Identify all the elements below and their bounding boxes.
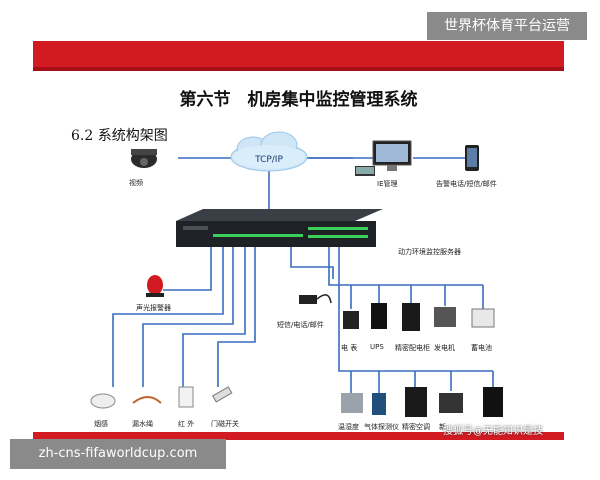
new-device-icon [439,393,463,413]
line-smoke [112,246,224,387]
generator-icon [434,307,456,327]
label-generator: 发电机 [434,344,455,352]
line-ir [182,246,246,387]
label-ir: 红 外 [178,420,195,428]
sms-modem-icon [299,294,332,304]
label-phone: 告警电话/短信/邮件 [436,180,497,188]
label-door: 门磁开关 [211,420,239,428]
smoke-detector-icon [90,393,116,409]
label-camera: 视频 [129,179,143,187]
label-temp: 温湿度 [338,423,359,431]
connection-lines [112,157,494,393]
temp-sensor-icon [341,393,363,413]
ups-icon [371,303,387,329]
site-badge-bottom: zh-cns-fifaworldcup.com [10,439,226,469]
slide-title: 第六节 机房集中监控管理系统 [179,90,418,110]
server-rack-icon [176,209,383,247]
phone-icon [465,145,479,171]
line-alarm [163,246,212,291]
line-bottom-row [338,246,493,372]
label-new: 新 [439,423,446,431]
rack-icon [483,387,503,417]
label-water: 漏水绳 [132,420,153,428]
line-water [142,246,234,387]
architecture-slide: 第六节 机房集中监控管理系统 6.2 系统构架图 [33,41,564,440]
pdu-icon [402,303,420,331]
cloud-icon: TCP/IP [230,131,308,172]
site-badge-top: 世界杯体育平台运营 [427,12,587,40]
line-door [217,246,256,387]
ac-icon [405,387,427,417]
water-rope-icon [132,396,162,404]
meter-icon [343,311,359,329]
battery-icon [471,308,495,328]
architecture-diagram: TCP/IP [33,131,564,440]
label-ups: UPS [370,343,384,351]
camera-icon [131,149,157,168]
label-sms: 短信/电话/邮件 [277,321,324,329]
label-smoke: 烟感 [94,420,108,428]
label-ac: 精密空调 [402,423,430,431]
ir-sensor-icon [178,386,194,408]
label-battery: 蓄电池 [471,344,492,352]
label-meter: 电 表 [341,344,358,352]
watermark: 搜狐号@无能知识是技 [443,426,543,437]
slide-header-bar [33,41,564,71]
svg-text:TCP/IP: TCP/IP [254,155,283,165]
alarm-light-icon [146,275,164,297]
section-heading: 6.2 系统构架图 [71,128,168,144]
line-sms [290,246,334,279]
gas-detector-icon [372,393,386,415]
door-contact-icon [212,386,233,403]
line-top-row [328,246,483,286]
label-ie: IE管理 [377,180,398,188]
monitor-icon [355,140,412,176]
label-gas: 气体探测仪 [364,423,399,431]
label-alarm: 声光报警器 [136,304,171,312]
label-server: 动力环境监控服务器 [398,248,461,256]
label-pdu: 精密配电柜 [395,344,430,352]
